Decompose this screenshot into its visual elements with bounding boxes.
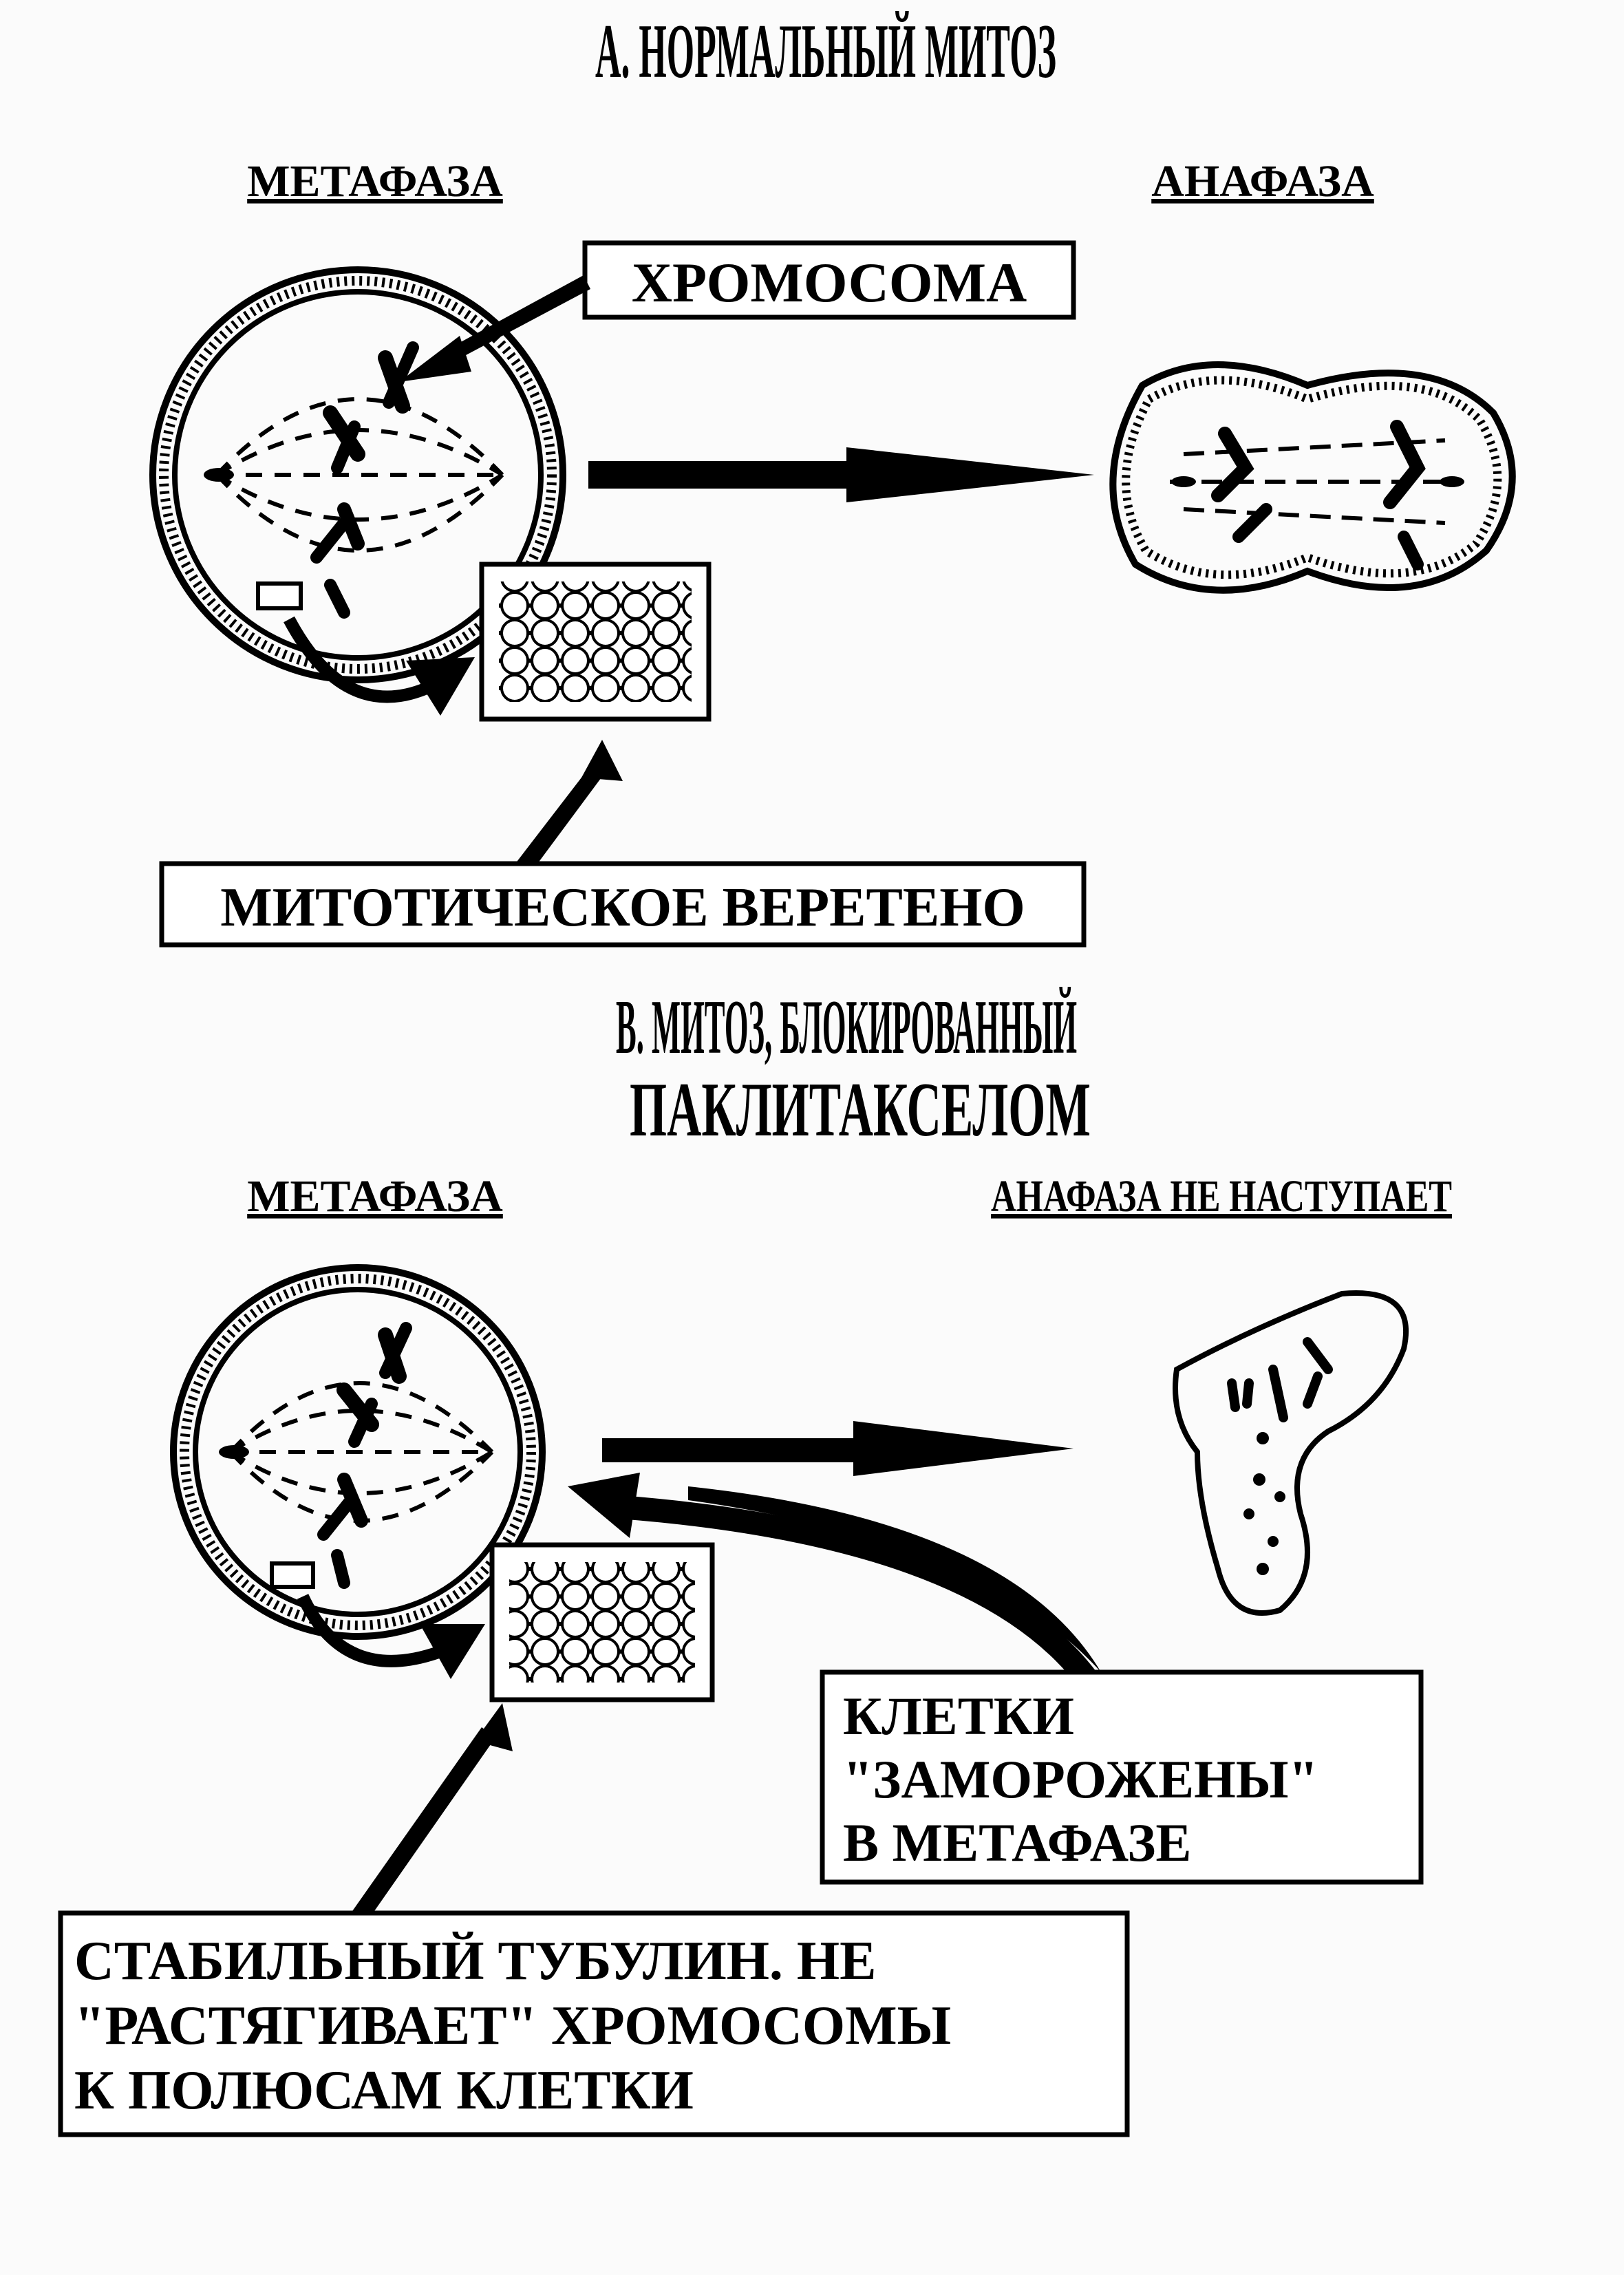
chromosome-icon [1227,1337,1333,1422]
microtubule-lattice-icon [489,1542,715,1702]
tubulin-callout-line1: СТАБИЛЬНЫЙ ТУБУЛИН. НЕ [74,1931,877,1991]
arrow-icon [284,616,429,703]
section-a-anaphase-label: АНАФАЗА [1151,156,1374,206]
cell-membrane-icon [1173,1290,1409,1616]
cell-membrane-icon [1109,361,1516,594]
section-b-no-anaphase-label: АНАФАЗА НЕ НАСТУПАЕТ [991,1171,1452,1221]
section-a-title: А. НОРМАЛЬНЫЙ МИТОЗ [595,9,1056,94]
tubulin-callout-line3: К ПОЛЮСАМ КЛЕТКИ [74,2060,694,2121]
chromosome-callout: ХРОМОСОМА [582,240,1076,320]
arrow-icon [451,275,590,360]
section-b-title-line2: ПАКЛИТАКСЕЛОМ [630,1067,1091,1153]
microtubule-lattice-icon [479,562,712,722]
arrow-icon [588,447,1094,502]
cell-membrane-icon [149,266,566,683]
chromosome-icon [317,1322,412,1589]
chromosome-icon [310,341,419,619]
section-b-title-line1: В. МИТОЗ, БЛОКИРОВАННЫЙ [616,985,1077,1070]
arrow-icon [513,757,609,874]
cell-membrane-icon [170,1264,546,1640]
section-b-metaphase-label: МЕТАФАЗА [247,1171,503,1221]
metaphase-cell-b [170,1264,546,1640]
spindle-callout: МИТОТИЧЕСКОЕ ВЕРЕТЕНО [159,861,1087,948]
arrow-icon [297,1594,443,1667]
tubulin-callout-line2: "РАСТЯГИВАЕТ" ХРОМОСОМЫ [74,1996,951,2056]
arrow-icon [399,336,471,382]
blocked-cell [1173,1290,1409,1616]
spindle-callout-label: МИТОТИЧЕСКОЕ ВЕРЕТЕНО [220,877,1025,938]
arrow-icon [602,1421,1073,1476]
tubulin-callout: СТАБИЛЬНЫЙ ТУБУЛИН. НЕ "РАСТЯГИВАЕТ" ХРО… [58,1910,1130,2137]
chromosome-callout-label: ХРОМОСОМА [632,251,1027,314]
frozen-callout-line3: В МЕТАФАЗЕ [843,1813,1191,1872]
chromosome-icon [1211,420,1426,570]
arrow-icon [688,1486,1101,1672]
frozen-callout-line1: КЛЕТКИ [843,1686,1074,1746]
frozen-callout-line2: "ЗАМОРОЖЕНЫ" [843,1749,1318,1809]
section-a-metaphase-label: МЕТАФАЗА [247,156,503,206]
frozen-callout: КЛЕТКИ "ЗАМОРОЖЕНЫ" В МЕТАФАЗЕ [820,1669,1424,1885]
arrow-icon [351,1727,495,1920]
metaphase-cell-a [149,266,566,683]
anaphase-cell [1109,361,1516,594]
